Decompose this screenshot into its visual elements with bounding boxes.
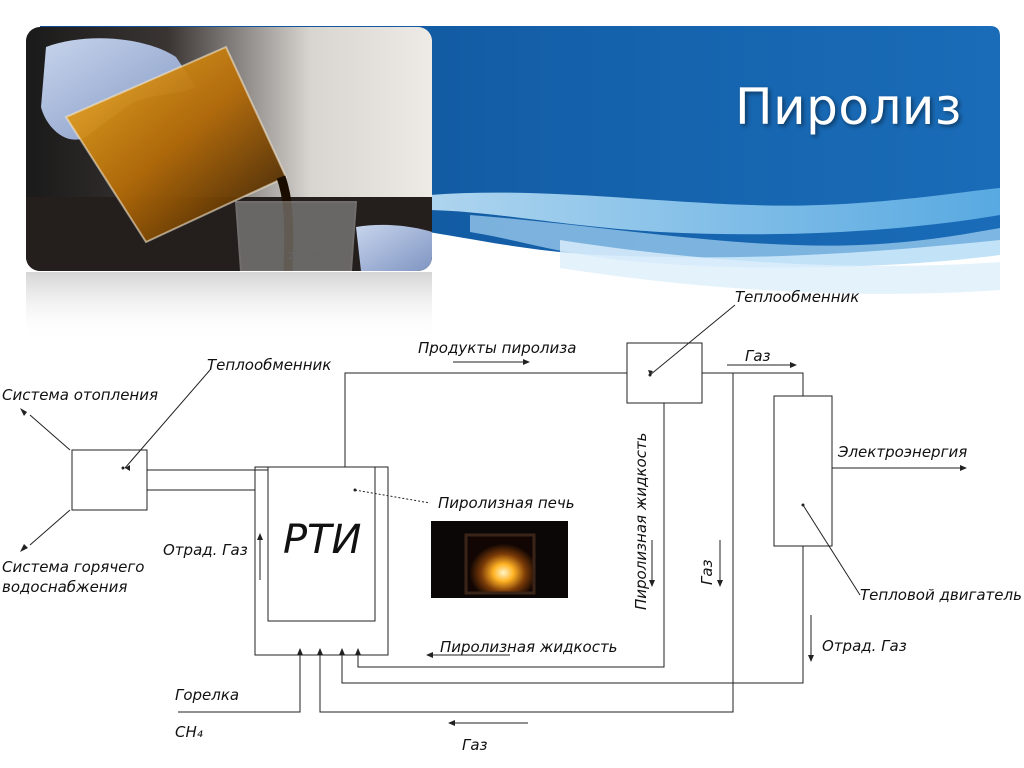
- label-burner: Горелка: [175, 686, 239, 704]
- label-rti: РТИ: [283, 517, 361, 563]
- label-heat-exchanger-right: Теплообменник: [735, 288, 859, 306]
- beaker-pouring-oil-photo: 250 ml: [26, 27, 432, 271]
- heat-exchanger-right-box: [626, 342, 703, 404]
- label-pyrolysis-liquid-bottom: Пиролизная жидкость: [440, 638, 618, 656]
- label-pyrolysis-liquid-vertical: Пиролизная жидкость: [632, 432, 650, 610]
- label-hot-water-2: водоснабжения: [2, 578, 127, 596]
- slide-title: Пиролиз: [735, 78, 962, 136]
- label-exhaust-gas-left: Отрад. Газ: [163, 541, 248, 559]
- beaker-mark: 250 ml: [288, 251, 323, 262]
- label-heat-engine: Тепловой двигатель: [860, 586, 1022, 604]
- label-heating-system: Система отопления: [2, 386, 158, 404]
- label-pyrolysis-products: Продукты пиролиза: [418, 339, 576, 357]
- label-gas-vertical: Газ: [698, 559, 716, 585]
- heat-exchanger-left-box: [71, 449, 148, 511]
- label-exhaust-gas-right: Отрад. Газ: [822, 637, 907, 655]
- label-hot-water-1: Система горячего: [2, 558, 144, 576]
- heat-engine-box: [773, 395, 833, 547]
- label-ch4: CH₄: [175, 723, 203, 741]
- rti-furnace-inner: [267, 466, 376, 622]
- photo-reflection: [26, 272, 432, 342]
- label-gas-bottom: Газ: [462, 736, 488, 754]
- furnace-fire-icon: [431, 521, 568, 598]
- label-electricity: Электроэнергия: [837, 443, 967, 461]
- label-pyrolysis-furnace: Пиролизная печь: [438, 494, 575, 512]
- label-gas-top: Газ: [745, 347, 771, 365]
- label-heat-exchanger-left: Теплообменник: [207, 356, 331, 374]
